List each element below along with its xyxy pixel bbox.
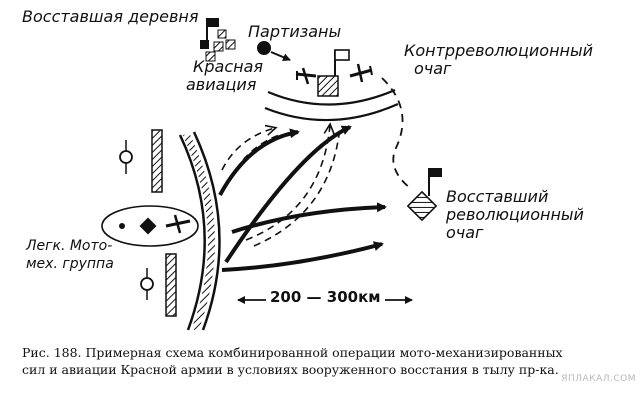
rev-label-line3: очаг (446, 223, 484, 242)
moto-label-line2: мех. группа (26, 256, 114, 272)
front-lines-left (178, 131, 221, 332)
partisans-symbol (257, 41, 291, 61)
counter-label-line2: очаг (414, 59, 452, 78)
unit-block-bottom (165, 253, 177, 317)
front-band-top (264, 75, 399, 122)
unit-block-top (151, 129, 163, 193)
caption-line-1: Рис. 188. Примерная схема комбинированно… (22, 345, 563, 360)
aviation-label-line2: авиация (186, 75, 257, 94)
unit-symbol-bottom (140, 268, 154, 300)
moto-mech-group-symbol (101, 205, 199, 247)
aircraft-icon-2 (349, 63, 373, 83)
figure-caption: Рис. 188. Примерная схема комбинированно… (22, 344, 627, 378)
unit-symbol-top (119, 140, 133, 174)
dashed-arrow-1 (221, 128, 275, 171)
aircraft-icon-1 (295, 67, 317, 85)
village-label: Восставшая деревня (22, 7, 199, 26)
caption-line-2: сил и авиации Красной армии в условиях в… (22, 362, 559, 377)
rev-label-line2: революционный (446, 205, 584, 224)
dashed-arrow-3 (245, 125, 330, 241)
solid-arrow-3 (231, 202, 387, 234)
dashed-arrow-2 (229, 133, 283, 181)
village-symbol (200, 18, 236, 62)
moto-label-line1: Легк. Мото- (26, 238, 113, 254)
aviation-label-line1: Красная (193, 57, 264, 76)
solid-arrow-2 (224, 125, 352, 264)
solid-arrow-1 (218, 128, 300, 196)
solid-arrow-4 (221, 241, 384, 272)
watermark: ЯПЛАКАЛ.COM (561, 374, 636, 384)
rev-label-line1: Восставший (446, 187, 549, 206)
distance-label: 200 — 300км (266, 288, 385, 306)
revolutionary-focus-symbol (406, 168, 442, 222)
partisans-label: Партизаны (248, 22, 342, 41)
dashed-arrow-4 (253, 125, 341, 247)
counter-label-line1: Контрреволюционный (404, 41, 594, 60)
